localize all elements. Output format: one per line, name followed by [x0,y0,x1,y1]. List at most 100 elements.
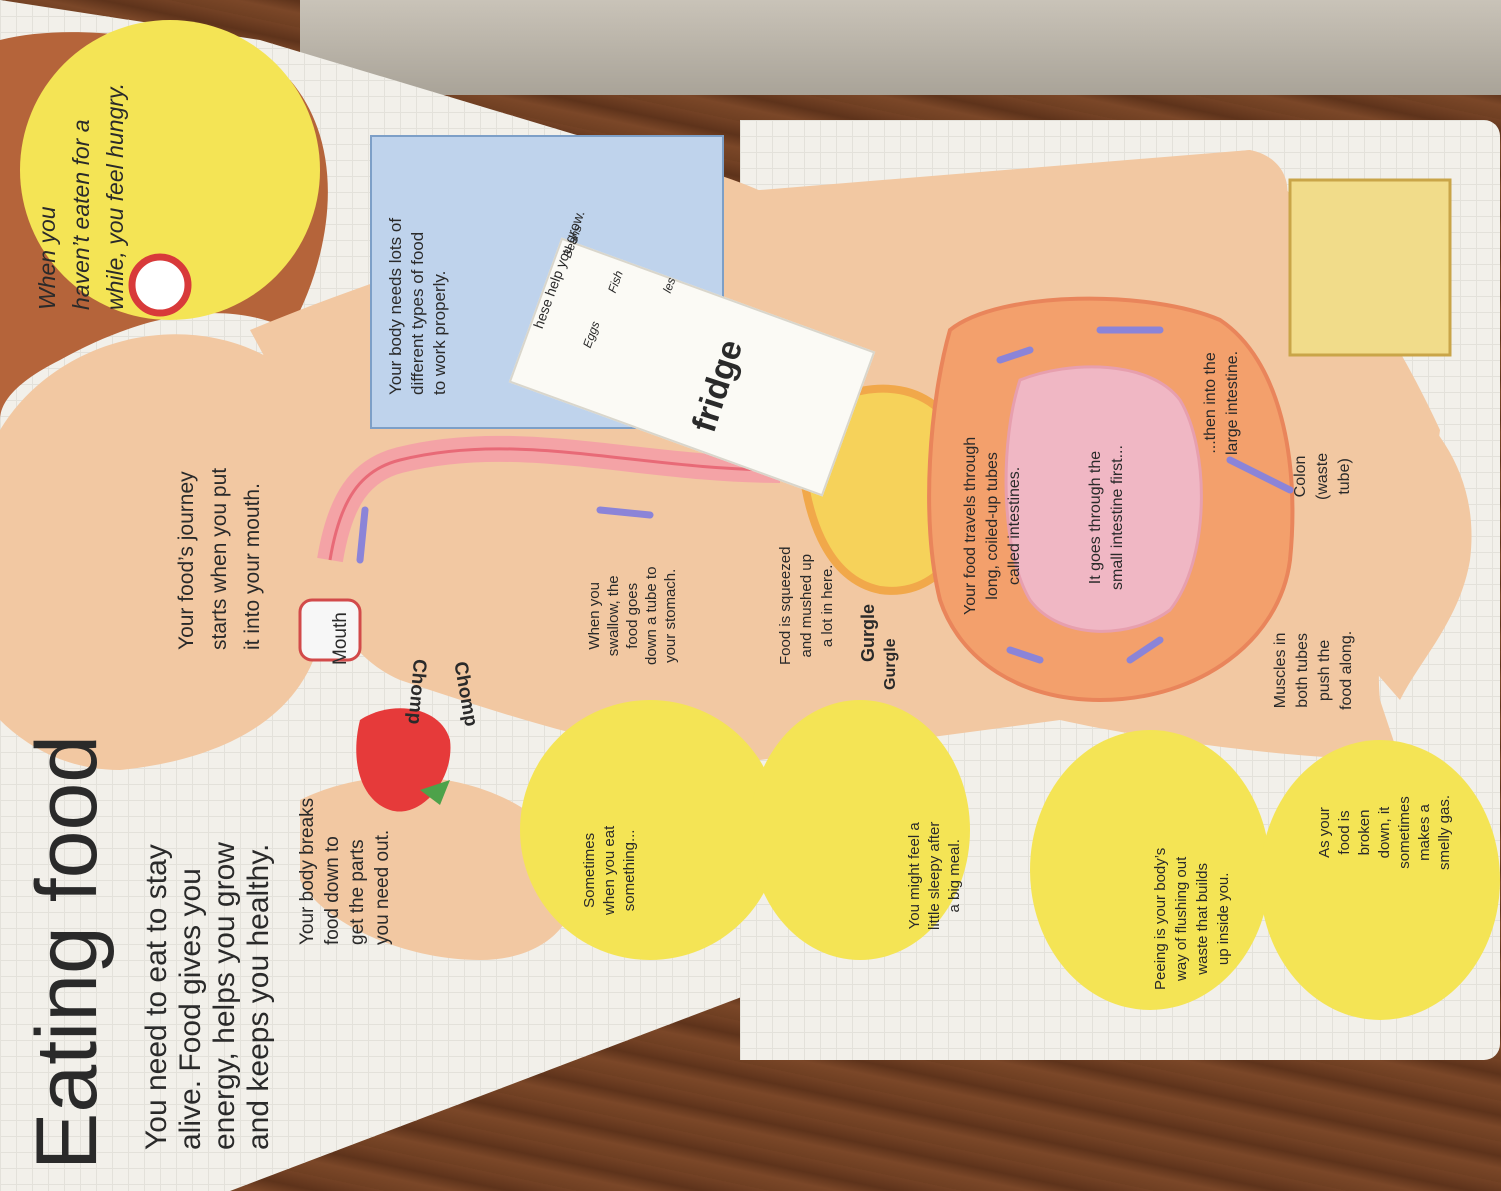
text-line: way of flushing out [1173,856,1190,981]
text-line: Muscles in [1272,632,1289,709]
mouth-label: Mouth [330,612,351,665]
text-line: swallow, the [605,575,622,657]
flow-arrows [356,326,1294,664]
text-line: it into your mouth. [241,483,264,650]
small-intestine-shape [1004,365,1203,633]
strawberry-icon [356,708,451,812]
text-line: Your body needs lots of [386,217,405,395]
text-line: up inside you. [1215,872,1232,966]
text-line: It goes through the [1087,450,1104,585]
journey-text: Your food’s journey starts when you put … [170,468,269,650]
text-line: When you [34,206,60,310]
intro-line: and keeps you healthy. [242,843,275,1150]
text-line: to work properly. [430,270,449,395]
text-line: Your body breaks [297,797,318,945]
gas-text: As your food is broken down, it sometime… [1315,795,1455,870]
text-line: little sleepy after [926,821,943,930]
food-types-text: Your body needs lots of different types … [385,218,451,395]
text-line: Colon [1292,455,1309,498]
arrow-oesophagus [596,506,654,519]
text-line: waste that builds [1194,862,1211,975]
text-line: get the parts [347,839,368,945]
arrow-intestine-4 [996,346,1034,364]
sometimes-eat-text: Sometimes when you eat something... [580,826,640,915]
arrow-intestine-2 [1126,636,1164,664]
text-line: small intestine first... [1109,445,1126,590]
text-line: food goes [624,582,641,649]
intro-line: alive. Food gives you [174,868,207,1150]
text-line: food down to [322,836,343,945]
text-line: smelly gas. [1436,794,1453,870]
text-line: while, you feel hungry. [102,82,128,310]
gurgle-label-1: Gurgle [858,603,878,662]
page-title: Eating food [19,734,115,1170]
text-line: called intestines. [1006,466,1023,586]
head-shape [0,334,337,770]
gas-bubble [1260,740,1500,1020]
sleepy-bubble [750,700,970,960]
text-line: when you eat [601,825,618,915]
breaks-down-text: Your body breaks food down to get the pa… [295,798,395,945]
toilet-door-icon [1288,178,1452,357]
strawberry-leaf-icon [420,780,450,805]
text-line: You might feel a [906,822,923,930]
large-intestine-text: ...then into the large intestine. [1200,351,1244,455]
intro-line: energy, helps you grow [208,842,241,1150]
peeing-text: Peeing is your body’s way of flushing ou… [1150,848,1234,990]
arrow-colon [1226,456,1294,494]
intro-text: You need to eat to stay alive. Food give… [140,842,276,1150]
text-line: different types of food [408,231,427,395]
gurgle-label-2: Gurgle [882,638,899,690]
text-line: haven’t eaten for a [68,119,94,310]
text-line: you need out. [372,829,393,945]
arrow-intestine-1 [1006,646,1044,664]
text-line: both tubes [1294,633,1311,708]
sleepy-text: You might feel a little sleepy after a b… [905,822,965,930]
text-line: long, coiled-up tubes [984,452,1001,600]
text-line: Peeing is your body’s [1152,847,1169,990]
text-line: your stomach. [662,568,679,663]
intro-line: You need to eat to stay [140,844,173,1150]
clock-icon [128,253,192,317]
text-line: push the [1316,639,1333,702]
text-line: Your food’s journey [175,471,198,650]
oesophagus-outline [328,447,781,561]
swallow-text: When you swallow, the food goes down a t… [585,567,680,665]
hand-shape [300,776,576,960]
text-line: Food is squeezed [777,546,794,665]
text-line: a lot in here. [819,564,836,648]
small-intestine-text: It goes through the small intestine firs… [1085,445,1129,590]
travels-text: Your food travels through long, coiled-u… [960,437,1026,615]
text-line: food is [1336,810,1353,855]
text-line: Sometimes [581,832,598,908]
hip-shape [1330,380,1472,700]
text-line: something... [621,829,638,912]
text-line: food along. [1338,630,1355,710]
text-line: starts when you put [208,467,231,650]
text-line: ...then into the [1202,352,1219,454]
text-line: down, it [1376,806,1393,859]
text-line: and mushed up [798,554,815,658]
teeth-shape [298,598,362,662]
muscles-text: Muscles in both tubes push the food alon… [1270,631,1358,710]
text-line: large intestine. [1224,350,1241,455]
text-line: (waste [1314,452,1331,500]
text-line: broken [1356,809,1373,856]
squeezed-text: Food is squeezed and mushed up a lot in … [775,547,838,665]
text-line: a big meal. [946,839,963,913]
sometimes-eat-bubble [520,700,780,960]
text-line: down a tube to [643,566,660,665]
text-line: sometimes [1396,796,1413,869]
hungry-bubble [20,20,320,320]
peeing-bubble [1030,730,1270,1010]
text-line: makes a [1416,804,1433,861]
hungry-text: When you haven’t eaten for a while, you … [30,83,132,310]
colon-label: Colon (waste tube) [1290,453,1356,500]
text-line: As your [1316,807,1333,858]
text-line: Your food travels through [962,436,979,615]
arrow-mouth [356,506,369,564]
text-line: When you [586,582,603,650]
wall-background [300,0,1501,95]
text-line: tube) [1336,458,1353,495]
